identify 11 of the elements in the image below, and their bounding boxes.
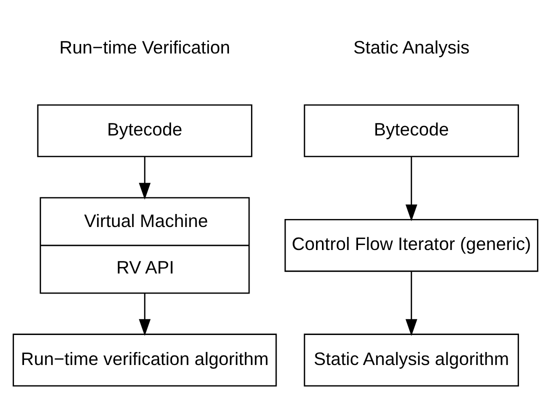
arrow [406,156,418,222]
label: Static Analysis [353,38,470,58]
node-box: Run−time verification algorithm [12,334,277,386]
node-box: Control Flow Iterator (generic) [284,219,538,272]
arrow [138,156,151,200]
node-box: Bytecode [304,104,519,158]
label: Run−time Verification [59,38,230,58]
arrow [138,293,151,336]
arrow [406,272,418,336]
node-box: Static Analysis algorithm [304,334,519,386]
node-box: Bytecode [37,104,252,158]
